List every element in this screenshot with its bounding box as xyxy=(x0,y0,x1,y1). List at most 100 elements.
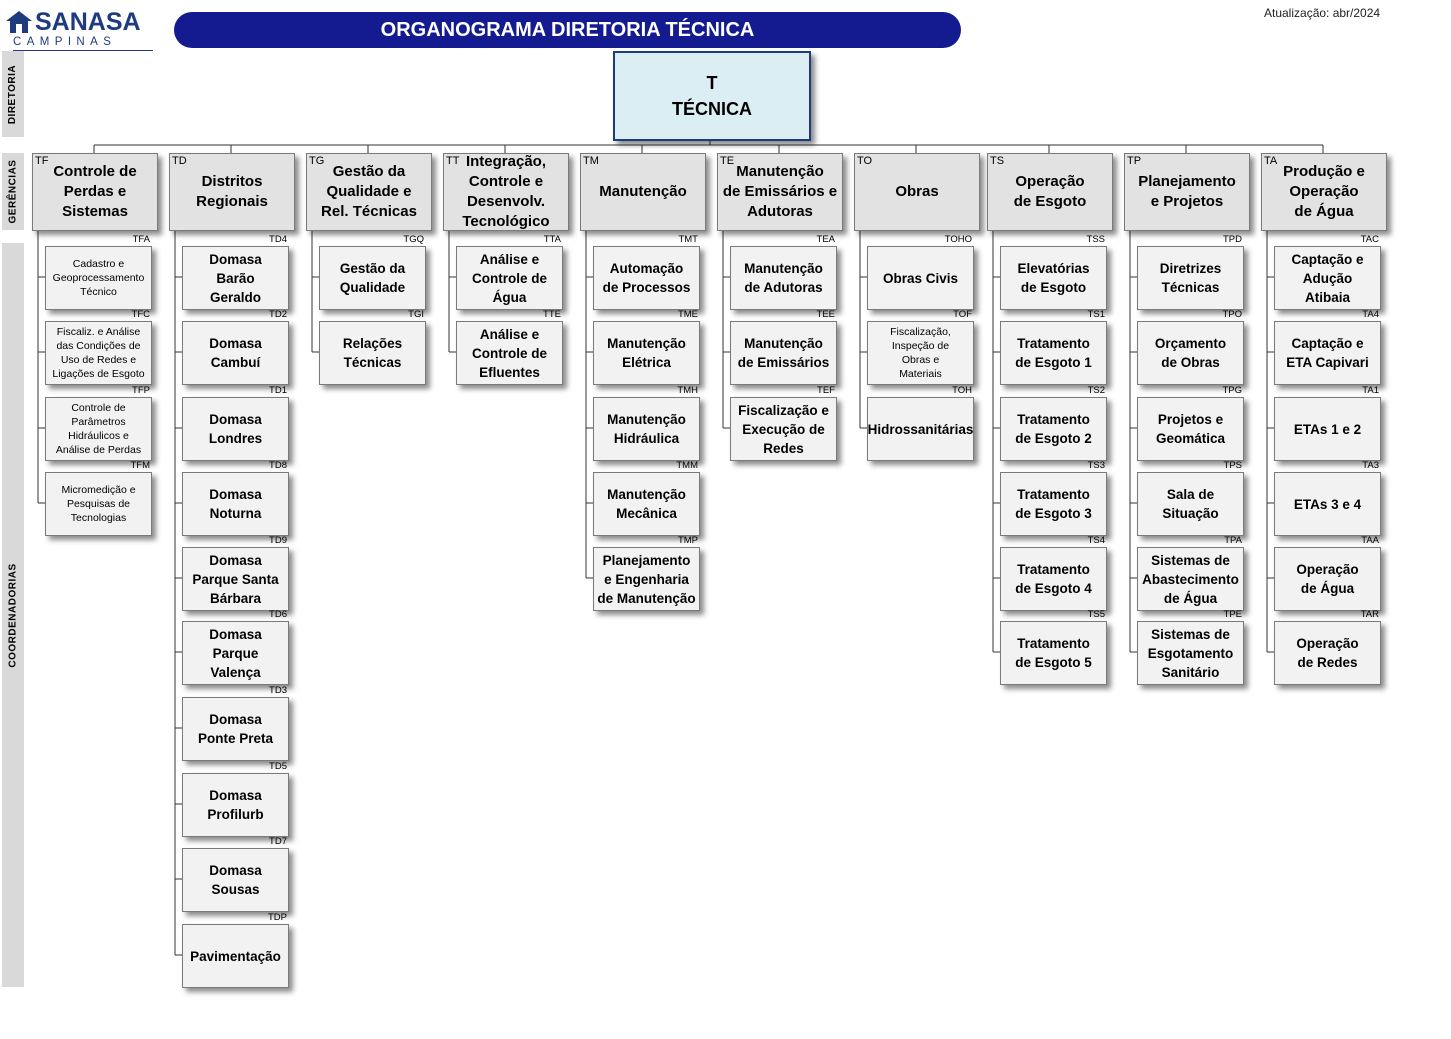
manager-name: Integração, Controle e Desenvolv. Tecnol… xyxy=(462,153,550,230)
coord-td2: Domasa Cambuí xyxy=(182,321,289,385)
coord-tpe: Sistemas de Esgotamento Sanitário xyxy=(1137,621,1244,685)
coord-code: TAA xyxy=(1361,535,1379,546)
coord-code: TDP xyxy=(268,912,287,923)
coord-code: TD3 xyxy=(269,685,287,696)
coord-tte: Análise e Controle de Efluentes xyxy=(456,321,563,385)
manager-code: TT xyxy=(446,155,460,167)
coord-ta1: ETAs 1 e 2 xyxy=(1274,397,1381,461)
coord-tss: Elevatórias de Esgoto xyxy=(1000,246,1107,310)
manager-tf: TF Controle de Perdas e Sistemas xyxy=(32,153,158,231)
coord-code: TD8 xyxy=(269,460,287,471)
page-title: ORGANOGRAMA DIRETORIA TÉCNICA xyxy=(174,12,961,48)
coord-code: TA3 xyxy=(1362,460,1379,471)
coord-ta4: Captação e ETA Capivari xyxy=(1274,321,1381,385)
coord-code: TTA xyxy=(543,234,561,245)
coord-tar: Operação de Redes xyxy=(1274,621,1381,685)
manager-name: Distritos Regionais xyxy=(196,173,268,210)
coord-tpo: Orçamento de Obras xyxy=(1137,321,1244,385)
coord-tgi: Relações Técnicas xyxy=(319,321,426,385)
root-node: T TÉCNICA xyxy=(613,51,811,141)
coord-code: TD5 xyxy=(269,761,287,772)
coord-tdp: Pavimentação xyxy=(182,924,289,988)
coord-tpd: Diretrizes Técnicas xyxy=(1137,246,1244,310)
coord-code: TFP xyxy=(132,385,150,396)
coord-tac: Captação e Adução Atibaia xyxy=(1274,246,1381,310)
coord-tgq: Gestão da Qualidade xyxy=(319,246,426,310)
coord-tef: Fiscalização e Execução de Redes xyxy=(730,397,837,461)
coord-code: TPD xyxy=(1223,234,1242,245)
coord-code: TMT xyxy=(678,234,698,245)
update-date: Atualização: abr/2024 xyxy=(1264,6,1381,20)
coord-code: TA4 xyxy=(1362,309,1379,320)
sanasa-logo: SANASA CAMPINAS xyxy=(5,8,153,51)
manager-code: TO xyxy=(857,155,873,167)
coord-code: TPO xyxy=(1222,309,1242,320)
coord-tta: Análise e Controle de Água xyxy=(456,246,563,310)
coord-td5: Domasa Profilurb xyxy=(182,773,289,837)
logo-divider xyxy=(13,50,153,51)
manager-tm: TM Manutenção xyxy=(580,153,706,231)
coord-tmt: Automação de Processos xyxy=(593,246,700,310)
coord-code: TFC xyxy=(131,309,150,320)
coord-code: TOF xyxy=(953,309,972,320)
manager-to: TO Obras xyxy=(854,153,980,231)
coord-tmm: Manutenção Mecânica xyxy=(593,472,700,536)
manager-code: TE xyxy=(720,155,735,167)
coord-tof: Fiscalização, Inspeção de Obras e Materi… xyxy=(867,321,974,385)
coord-code: TOH xyxy=(952,385,972,396)
root-code: T xyxy=(706,73,718,93)
coord-code: TFM xyxy=(130,460,150,471)
manager-name: Produção e Operação de Água xyxy=(1283,163,1365,220)
coord-code: TMH xyxy=(677,385,698,396)
manager-name: Manutenção xyxy=(599,183,687,200)
coord-code: TMM xyxy=(676,460,698,471)
coord-ts1: Tratamento de Esgoto 1 xyxy=(1000,321,1107,385)
band-diretoria: DIRETORIA xyxy=(2,51,24,137)
manager-code: TA xyxy=(1264,155,1278,167)
coord-code: TEA xyxy=(816,234,835,245)
coord-tpa: Sistemas de Abastecimento de Água xyxy=(1137,547,1244,611)
manager-name: Manutenção de Emissários e Adutoras xyxy=(722,163,838,220)
coord-td7: Domasa Sousas xyxy=(182,848,289,912)
manager-name: Operação de Esgoto xyxy=(1013,173,1087,210)
coord-code: TAR xyxy=(1360,609,1379,620)
coord-code: TS4 xyxy=(1087,535,1105,546)
coord-ts4: Tratamento de Esgoto 4 xyxy=(1000,547,1107,611)
coord-code: TA1 xyxy=(1362,385,1379,396)
manager-td: TD Distritos Regionais xyxy=(169,153,295,231)
coord-tpg: Projetos e Geomática xyxy=(1137,397,1244,461)
manager-code: TG xyxy=(309,155,325,167)
logo-name: SANASA xyxy=(35,8,141,36)
coord-code: TEE xyxy=(816,309,835,320)
coord-code: TS2 xyxy=(1087,385,1105,396)
coord-tme: Manutenção Elétrica xyxy=(593,321,700,385)
coord-ts3: Tratamento de Esgoto 3 xyxy=(1000,472,1107,536)
coord-code: TD4 xyxy=(269,234,287,245)
coord-td9: Domasa Parque Santa Bárbara xyxy=(182,547,289,611)
coord-tmh: Manutenção Hidráulica xyxy=(593,397,700,461)
coord-tfa: Cadastro e Geoprocessamento Técnico xyxy=(45,246,152,310)
coord-td8: Domasa Noturna xyxy=(182,472,289,536)
coord-code: TPS xyxy=(1223,460,1242,471)
coord-code: TAC xyxy=(1360,234,1379,245)
coord-toho: Obras Civis xyxy=(867,246,974,310)
coord-code: TEF xyxy=(817,385,835,396)
manager-name: Obras xyxy=(895,183,939,200)
manager-name: Controle de Perdas e Sistemas xyxy=(53,163,137,220)
coord-code: TD1 xyxy=(269,385,287,396)
coord-tea: Manutenção de Adutoras xyxy=(730,246,837,310)
coord-tfc: Fiscaliz. e Análise das Condições de Uso… xyxy=(45,321,152,385)
manager-code: TF xyxy=(35,155,49,167)
manager-code: TM xyxy=(583,155,599,167)
manager-code: TD xyxy=(172,155,187,167)
coord-tmp: Planejamento e Engenharia de Manutenção xyxy=(593,547,700,611)
coord-code: TPA xyxy=(1224,535,1242,546)
coord-tfm: Micromedição e Pesquisas de Tecnologias xyxy=(45,472,152,536)
manager-name: Gestão da Qualidade e Rel. Técnicas xyxy=(321,163,417,220)
house-icon xyxy=(6,11,32,33)
coord-code: TTE xyxy=(543,309,561,320)
coord-tee: Manutenção de Emissários xyxy=(730,321,837,385)
